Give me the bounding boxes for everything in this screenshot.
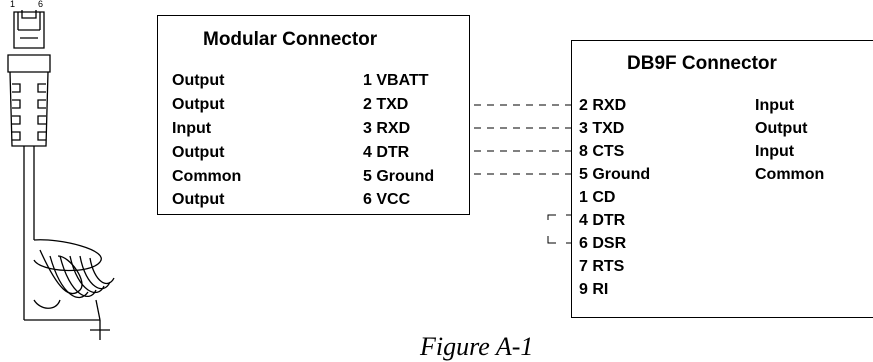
db9f-row-7-pin: 6 DSR — [579, 235, 627, 252]
db9f-row-6-pin: 4 DTR — [579, 212, 626, 229]
modular-row-5-pin: 5 Ground — [363, 168, 435, 185]
modular-row-6-signal: Output — [172, 191, 225, 208]
modular-row-2-pin: 2 TXD — [363, 96, 409, 113]
modular-row-4-signal: Output — [172, 144, 225, 161]
db9f-row-3-signal: Input — [755, 143, 795, 160]
db9f-row-1-pin: 2 RXD — [579, 97, 627, 114]
plug-label-pin1: 1 — [10, 0, 15, 9]
modular-row-4-pin: 4 DTR — [363, 144, 410, 161]
modular-connector-table: Modular Connector Output 1 VBATT Output … — [157, 15, 470, 215]
db9f-row-1-signal: Input — [755, 97, 795, 114]
modular-row-2-signal: Output — [172, 96, 225, 113]
db9f-row-5-pin: 1 CD — [579, 189, 616, 206]
modular-plug — [7, 10, 115, 340]
modular-connector-title: Modular Connector — [203, 29, 378, 50]
modular-row-5-signal: Common — [172, 168, 242, 185]
modular-row-3-pin: 3 RXD — [363, 120, 411, 137]
connection-lines — [474, 104, 578, 175]
modular-row-1-signal: Output — [172, 72, 225, 89]
db9f-row-4-pin: 5 Ground — [579, 166, 651, 183]
db9f-connector-table: DB9F Connector 2 RXD Input 3 TXD Output … — [571, 40, 873, 318]
db9f-row-8-pin: 7 RTS — [579, 258, 625, 275]
db9f-row-2-pin: 3 TXD — [579, 120, 625, 137]
plug-label-pin6: 6 — [38, 0, 43, 9]
db9f-row-9-pin: 9 RI — [579, 281, 609, 298]
modular-row-6-pin: 6 VCC — [363, 191, 411, 208]
figure-caption: Figure A-1 — [420, 332, 534, 361]
modular-row-3-signal: Input — [172, 120, 212, 137]
db9f-row-4-signal: Common — [755, 166, 825, 183]
db9f-connector-title: DB9F Connector — [627, 53, 777, 74]
modular-row-1-pin: 1 VBATT — [363, 72, 429, 89]
db9f-row-2-signal: Output — [755, 120, 808, 137]
db9f-row-3-pin: 8 CTS — [579, 143, 625, 160]
